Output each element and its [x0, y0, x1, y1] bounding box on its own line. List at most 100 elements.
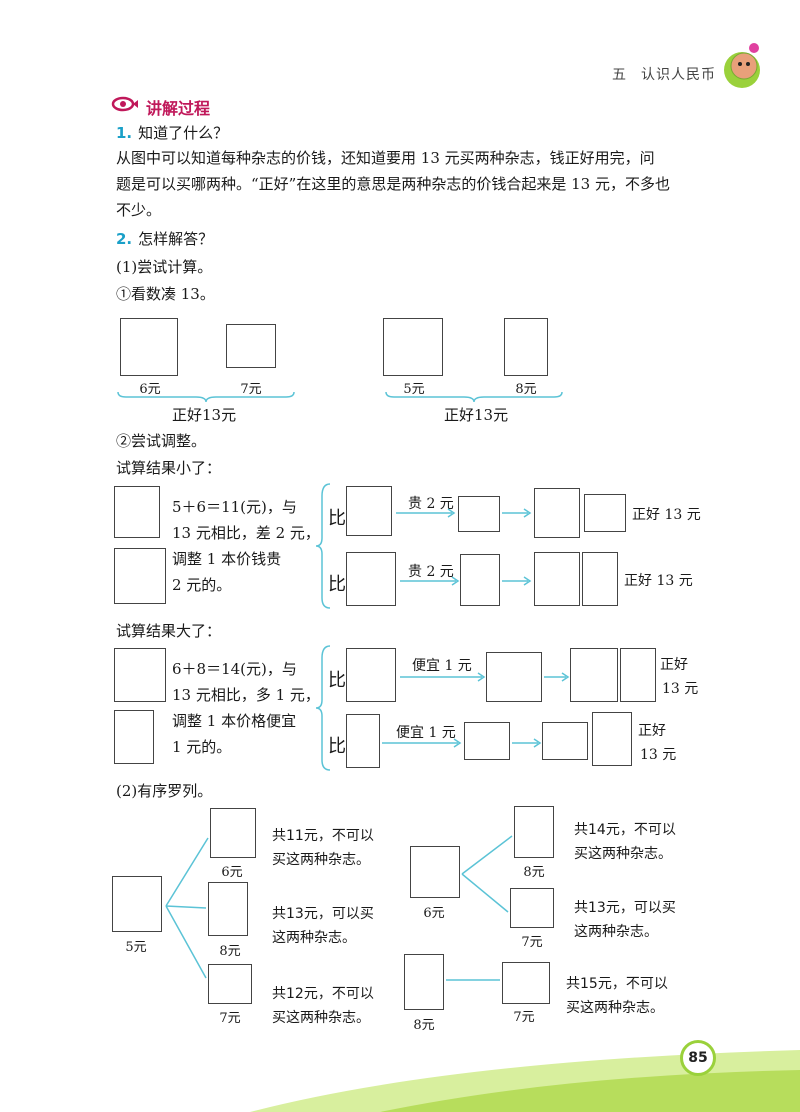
- magazine-cover: [346, 552, 396, 606]
- sub-heading-adjust: ②尝试调整。: [116, 432, 207, 450]
- magazine-cover: [114, 486, 160, 538]
- arrow-label: 便宜 1 元: [412, 658, 472, 674]
- bracket-big: [315, 645, 331, 771]
- explain-line: 6＋8＝14(元)，与: [172, 660, 297, 678]
- step1-title: 知道了什么？: [138, 124, 229, 142]
- tree-branch-note: 共13元，可以买这两种杂志。: [272, 902, 374, 950]
- explain-line: 2 元的。: [172, 576, 232, 594]
- magazine-cover: [486, 652, 542, 702]
- explain-line: 13 元相比，多 1 元，: [172, 686, 320, 704]
- arrow-label: 贵 2 元: [408, 564, 454, 580]
- note-line: 共12元，不可以: [272, 986, 374, 1002]
- step2-number: 2.: [116, 230, 133, 248]
- note-line: 这两种杂志。: [272, 930, 356, 946]
- magazine-cover: [346, 714, 380, 768]
- big-result-heading: 试算结果大了：: [116, 622, 222, 640]
- note-line: 买这两种杂志。: [272, 852, 370, 868]
- magazine-cover: [510, 888, 554, 928]
- note-line: 买这两种杂志。: [574, 846, 672, 862]
- note-line: 共13元，可以买: [574, 900, 676, 916]
- price-label: 6元: [139, 382, 161, 397]
- magazine-cover: [404, 954, 444, 1010]
- magazine-cover: [210, 808, 256, 858]
- big-explain: 6＋8＝14(元)，与 13 元相比，多 1 元， 调整 1 本价格便宜 1 元…: [172, 656, 320, 760]
- tree-branch-note: 共11元，不可以买这两种杂志。: [272, 824, 374, 872]
- brace-left: [117, 391, 295, 403]
- arrow-icon: [544, 672, 570, 682]
- price-label: 7元: [240, 382, 262, 397]
- magazine-cover: [346, 486, 392, 536]
- tree-branch-price: 8元: [523, 865, 545, 880]
- tree-branch-note: 共12元，不可以买这两种杂志。: [272, 982, 374, 1030]
- running-header: 五认识人民币: [612, 64, 716, 84]
- magazine-cover: [534, 552, 580, 606]
- magazine-cover: [592, 712, 632, 766]
- tree-branch-note: 共13元，可以买这两种杂志。: [574, 896, 676, 944]
- result-label: 13 元: [640, 747, 677, 763]
- step1-number: 1.: [116, 124, 133, 142]
- magazine-cover: [502, 962, 550, 1004]
- arrow-label: 贵 2 元: [408, 496, 454, 512]
- brace-right: [385, 391, 563, 403]
- arrow-icon: [400, 576, 460, 586]
- small-explain: 5＋6＝11(元)，与 13 元相比，差 2 元， 调整 1 本价钱贵 2 元的…: [172, 494, 320, 598]
- para-line: 题是可以买哪两种。“正好”在这里的意思是两种杂志的价钱合起来是 13 元，不多也: [116, 175, 670, 193]
- result-label: 正好: [638, 723, 666, 739]
- note-line: 共14元，不可以: [574, 822, 676, 838]
- magazine-cover: [584, 494, 626, 532]
- result-label: 正好: [660, 657, 688, 673]
- magazine-cover: [504, 318, 548, 376]
- small-result-heading: 试算结果小了：: [116, 459, 222, 477]
- magazine-cover: [112, 876, 162, 932]
- explain-line: 13 元相比，差 2 元，: [172, 524, 320, 542]
- tree-branch-price: 7元: [513, 1010, 535, 1025]
- compare-label: 比: [328, 736, 346, 757]
- step2-heading: 2. 怎样解答？: [116, 228, 213, 249]
- magazine-cover: [114, 710, 154, 764]
- step2-title: 怎样解答？: [138, 230, 214, 248]
- magazine-cover: [582, 552, 618, 606]
- tree-root-price: 8元: [413, 1018, 435, 1033]
- tree-root-price: 6元: [423, 906, 445, 921]
- note-line: 买这两种杂志。: [566, 1000, 664, 1016]
- magazine-cover: [226, 324, 276, 368]
- magazine-cover: [346, 648, 396, 702]
- note-line: 共13元，可以买: [272, 906, 374, 922]
- arrow-label: 便宜 1 元: [396, 725, 456, 741]
- step1-heading: 1. 知道了什么？: [116, 122, 228, 143]
- magazine-cover: [208, 964, 252, 1004]
- note-line: 这两种杂志。: [574, 924, 658, 940]
- mascot-icon: [724, 43, 760, 88]
- sub-heading-make-13: ①看数凑 13。: [116, 285, 215, 303]
- unit-number: 五: [612, 67, 627, 83]
- note-line: 共11元，不可以: [272, 828, 374, 844]
- section-title: 讲解过程: [146, 99, 211, 118]
- tree-branch-price: 6元: [221, 865, 243, 880]
- para-line: 从图中可以知道每种杂志的价钱，还知道要用 13 元买两种杂志，钱正好用完，问: [116, 149, 655, 167]
- result-label: 正好 13 元: [632, 507, 701, 523]
- tree-branch-note: 共14元，不可以买这两种杂志。: [574, 818, 676, 866]
- pair-total-label: 正好13元: [172, 406, 237, 424]
- price-label: 8元: [515, 382, 537, 397]
- step1-paragraph: 从图中可以知道每种杂志的价钱，还知道要用 13 元买两种杂志，钱正好用完，问 题…: [116, 145, 706, 223]
- price-label: 5元: [403, 382, 425, 397]
- arrow-icon: [382, 738, 462, 748]
- magazine-cover: [542, 722, 588, 760]
- tree-branch-price: 8元: [219, 944, 241, 959]
- magazine-cover: [460, 554, 500, 606]
- magazine-cover: [383, 318, 443, 376]
- magazine-cover: [620, 648, 656, 702]
- explain-line: 1 元的。: [172, 738, 232, 756]
- explain-line: 5＋6＝11(元)，与: [172, 498, 297, 516]
- tree-branch-price: 7元: [219, 1011, 241, 1026]
- sub-heading-ordered-list: (2)有序罗列。: [116, 782, 213, 800]
- arrow-icon: [396, 508, 456, 518]
- para-line: 不少。: [116, 201, 162, 219]
- note-line: 买这两种杂志。: [272, 1010, 370, 1026]
- explain-line: 调整 1 本价格便宜: [172, 712, 297, 730]
- compare-label: 比: [328, 574, 346, 595]
- result-label: 13 元: [662, 681, 699, 697]
- magazine-cover: [120, 318, 178, 376]
- pair-total-label: 正好13元: [444, 406, 509, 424]
